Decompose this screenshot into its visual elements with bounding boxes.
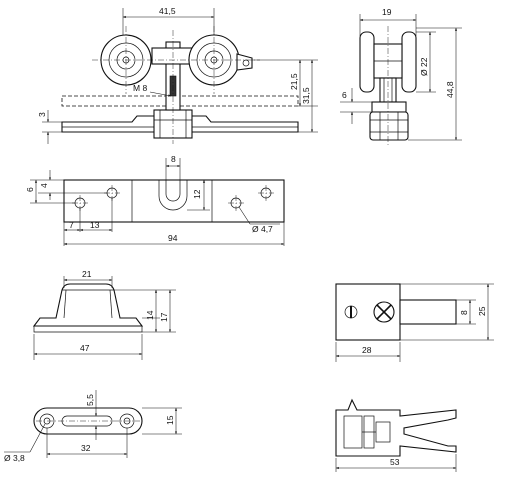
plate-thickness-label: 3	[37, 112, 47, 117]
link-hole-label: Ø 3,8	[4, 453, 25, 463]
thread-size-label: M 8	[133, 83, 147, 93]
hole-diameter-label: Ø 4,7	[252, 224, 273, 234]
height-21-5-label: 21,5	[289, 73, 299, 90]
hole-y-label: 6	[25, 187, 35, 192]
edge-offset-label: 7	[69, 220, 74, 230]
total-height-label: 44,8	[445, 81, 455, 98]
bracket-h14-label: 14	[145, 310, 155, 320]
side-width-label: 19	[382, 7, 392, 17]
clip-view: 53	[335, 398, 457, 472]
slot-width-label: 8	[171, 154, 176, 164]
height-31-5-label: 31,5	[301, 87, 311, 104]
wheel-diameter-label: Ø 22	[419, 57, 429, 76]
stopper-width-label: 28	[362, 345, 372, 355]
stopper-height-label: 25	[477, 306, 487, 316]
stopper-rod-label: 8	[459, 310, 469, 315]
roller-width-label: 41,5	[159, 6, 176, 16]
top-offset-label: 4	[39, 183, 49, 188]
stopper-view: 8 25 28	[335, 283, 494, 362]
bracket-h17-label: 17	[159, 312, 169, 322]
hole-pitch-label: 13	[90, 220, 100, 230]
bracket-base-label: 47	[80, 343, 90, 353]
roller-side-view: 19 Ø 22 44,8 6	[340, 7, 462, 146]
bracket-top-width-label: 21	[82, 269, 92, 279]
link-plate-view: 5,5 15 32 Ø 3,8	[4, 390, 182, 463]
roller-front-view: 41,5 M 8	[37, 6, 318, 144]
link-height-label: 15	[165, 415, 175, 425]
slot-depth-label: 12	[192, 189, 202, 199]
link-pitch-label: 32	[81, 443, 91, 453]
clip-width-label: 53	[390, 457, 400, 467]
link-slot-label: 5,5	[85, 394, 95, 406]
mounting-plate-view: 8 12 4 6 7 13 94 Ø 4,7	[25, 154, 285, 246]
flange-dim-label: 6	[342, 90, 347, 100]
bracket-view: 21 14 17 47	[32, 269, 176, 360]
plate-length-label: 94	[168, 233, 178, 243]
